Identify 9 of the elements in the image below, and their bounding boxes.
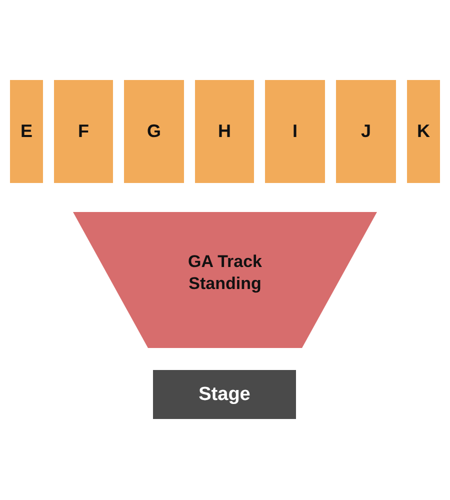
seating-section: J (336, 80, 396, 183)
seating-section: H (195, 80, 254, 183)
seating-section: G (124, 80, 184, 183)
seating-section: F (54, 80, 113, 183)
seating-section: I (265, 80, 325, 183)
seating-section: K (407, 80, 440, 183)
standing-area: GA Track Standing (73, 212, 377, 348)
stage-block: Stage (153, 370, 296, 419)
seating-section: E (10, 80, 43, 183)
